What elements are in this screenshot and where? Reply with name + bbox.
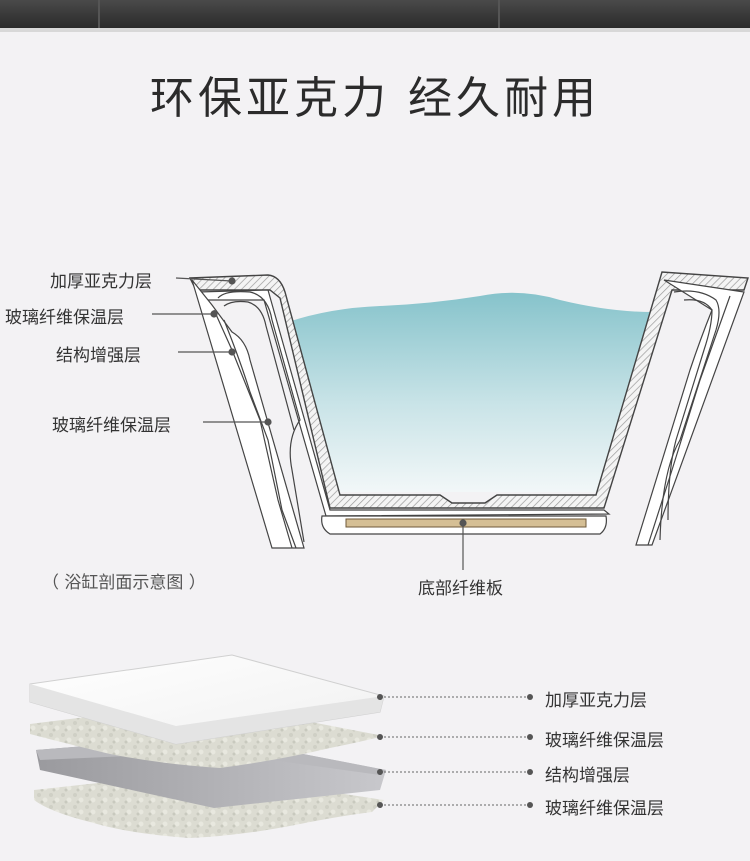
left-fiberglass-2: [223, 319, 297, 549]
page-title: 环保亚克力 经久耐用: [150, 73, 600, 124]
banner-divider: [498, 0, 500, 28]
stack-label-structure: 结构增强层: [545, 766, 630, 786]
stack-label-fiberglass: 玻璃纤维保温层: [545, 731, 664, 751]
top-banner: [0, 0, 750, 32]
right-wall-inner: [659, 290, 720, 541]
fiberglass-layer-outer-left: [196, 289, 611, 517]
left-structure: [223, 300, 295, 431]
label-fiberglass-layer: 玻璃纤维保温层: [5, 308, 124, 328]
label-structure-layer: 结构增强层: [56, 346, 141, 366]
right-fiberglass: [647, 295, 731, 546]
diagram-caption: （ 浴缸剖面示意图 ）: [42, 573, 206, 593]
stack-label-acrylic: 加厚亚克力层: [545, 691, 647, 711]
acrylic-shell: [188, 271, 749, 509]
stack-label-fiberglass-2: 玻璃纤维保温层: [545, 799, 664, 819]
banner-divider: [98, 0, 100, 28]
layer-stack-illustration: [29, 654, 386, 838]
water-fill: [288, 292, 652, 492]
left-wall-inner: [217, 291, 305, 543]
label-bottom-board: 底部纤维板: [418, 579, 503, 599]
label-fiberglass-layer-2: 玻璃纤维保温层: [52, 416, 171, 436]
label-acrylic-layer: 加厚亚克力层: [50, 272, 152, 292]
